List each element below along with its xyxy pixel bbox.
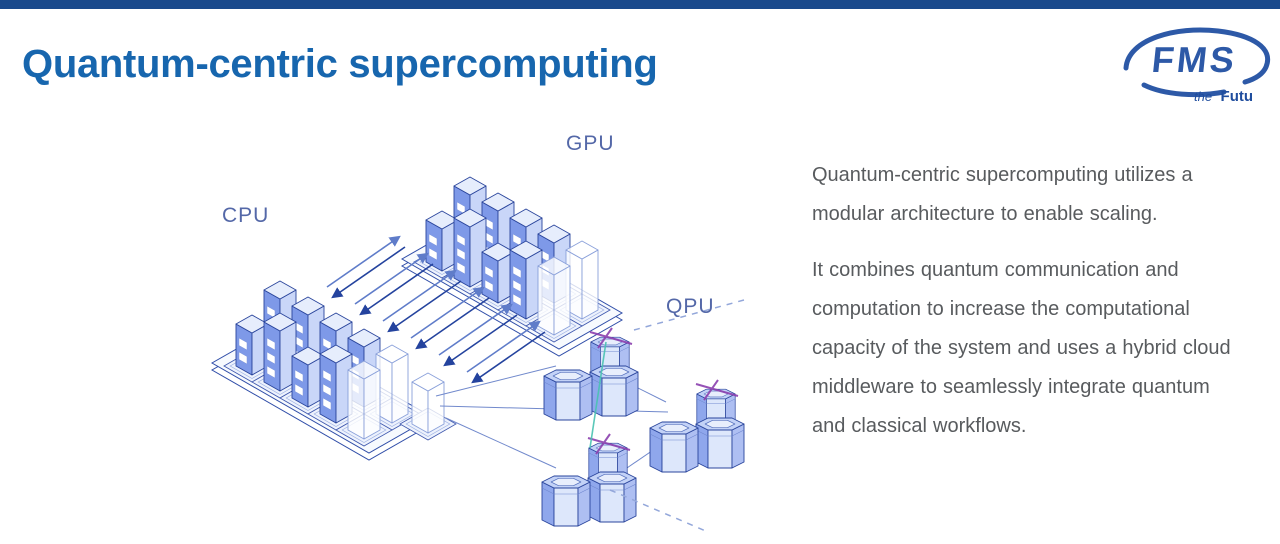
gpu-label: GPU — [566, 132, 615, 155]
logo-swoosh-icon — [1123, 27, 1271, 98]
top-accent-bar — [0, 0, 1280, 9]
logo-tagline-rest: Futu — [1221, 88, 1253, 105]
fms-logo: FMS the Futu — [1106, 22, 1280, 108]
qpu-cluster-2 — [650, 380, 744, 472]
cpu-ghost-server — [411, 372, 445, 434]
cpu-label: CPU — [222, 204, 269, 227]
data-flow-arrows — [326, 235, 546, 384]
fms-logo-graphic: FMS the Futu — [1123, 27, 1271, 105]
gpu-cluster — [402, 177, 622, 356]
description-text: Quantum-centric supercomputing utilizes … — [812, 156, 1248, 463]
qpu-cluster-3 — [542, 434, 636, 526]
quantum-teal-link — [589, 341, 607, 449]
logo-tagline: the Futu — [1194, 88, 1253, 105]
logo-brand-text: FMS — [1150, 39, 1239, 80]
architecture-diagram: CPU GPU QPU — [0, 132, 800, 533]
cpu-cluster — [212, 281, 432, 460]
qpu-label: QPU — [666, 295, 715, 318]
paragraph-2: It combines quantum communication and co… — [812, 259, 1231, 437]
logo-tagline-the: the — [1194, 89, 1212, 104]
page-title: Quantum-centric supercomputing — [22, 42, 658, 86]
paragraph-1: Quantum-centric supercomputing utilizes … — [812, 164, 1193, 225]
dashed-expansion-lines — [609, 299, 745, 533]
